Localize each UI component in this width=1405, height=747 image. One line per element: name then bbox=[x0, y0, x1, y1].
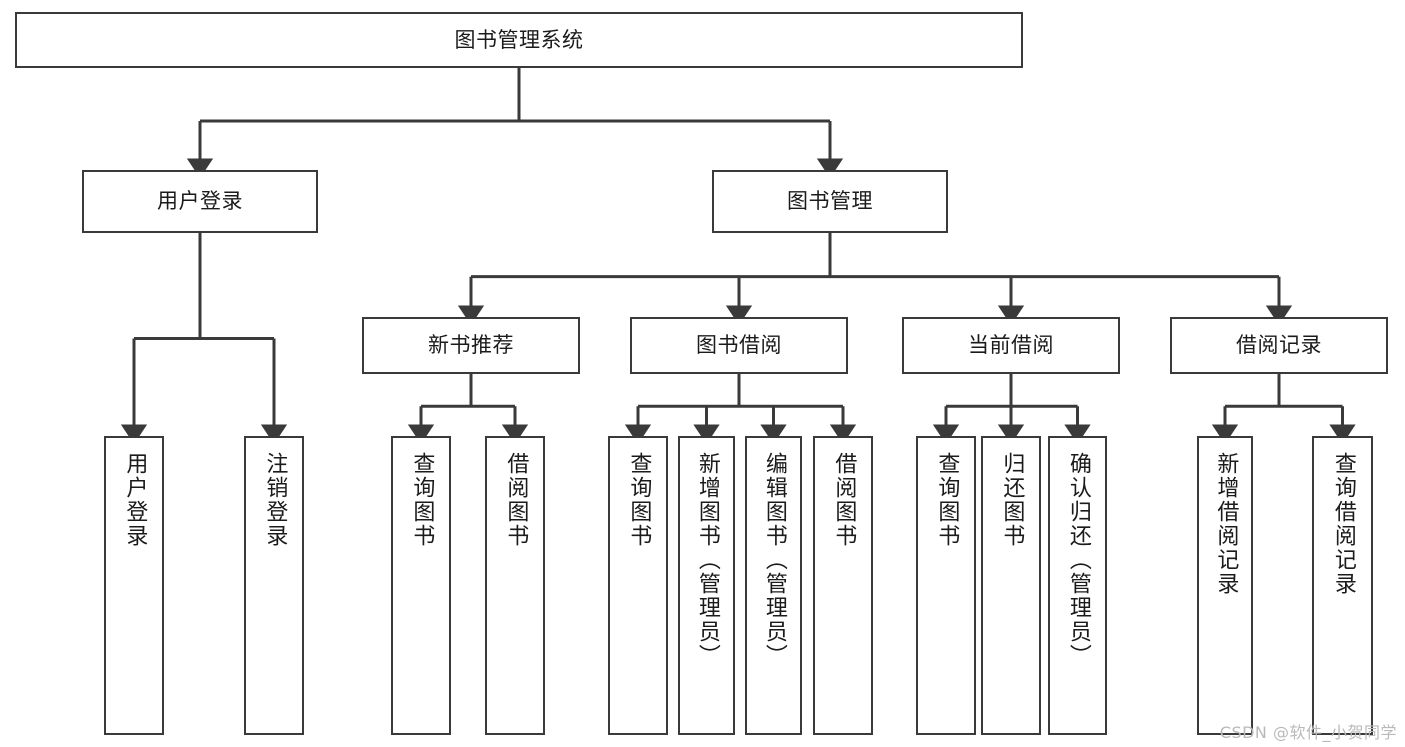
node-label: 新增借阅记录 bbox=[1213, 452, 1239, 596]
watermark: CSDN @软件_小贺同学 bbox=[1219, 723, 1397, 742]
node-l-qrec[interactable]: 查询借阅记录 bbox=[1312, 436, 1373, 735]
node-label: 查询图书 bbox=[409, 452, 435, 548]
node-bookmgmt[interactable]: 图书管理 bbox=[712, 170, 948, 233]
node-label: 归还图书 bbox=[999, 452, 1025, 548]
node-root[interactable]: 图书管理系统 bbox=[15, 12, 1023, 68]
node-current[interactable]: 当前借阅 bbox=[902, 317, 1120, 374]
node-l-addrec[interactable]: 新增借阅记录 bbox=[1197, 436, 1253, 735]
node-newbook[interactable]: 新书推荐 bbox=[362, 317, 580, 374]
node-label: 编辑图书（管理员） bbox=[761, 452, 787, 668]
node-label: 借阅图书 bbox=[503, 452, 529, 548]
node-label: 图书管理 bbox=[787, 189, 873, 214]
node-label: 查询图书 bbox=[934, 452, 960, 548]
node-login[interactable]: 用户登录 bbox=[82, 170, 318, 233]
node-borrow[interactable]: 图书借阅 bbox=[630, 317, 848, 374]
node-l-login[interactable]: 用户登录 bbox=[104, 436, 164, 735]
node-label: 注销登录 bbox=[262, 452, 288, 548]
node-records[interactable]: 借阅记录 bbox=[1170, 317, 1388, 374]
node-label: 图书管理系统 bbox=[454, 27, 584, 52]
node-label: 查询借阅记录 bbox=[1330, 452, 1356, 596]
node-l-editbook[interactable]: 编辑图书（管理员） bbox=[745, 436, 802, 735]
node-label: 确认归还（管理员） bbox=[1065, 452, 1091, 668]
node-label: 图书借阅 bbox=[696, 333, 782, 358]
node-label: 借阅图书 bbox=[831, 452, 857, 548]
node-l-qbook3[interactable]: 查询图书 bbox=[916, 436, 976, 735]
node-l-return[interactable]: 归还图书 bbox=[981, 436, 1041, 735]
node-label: 用户登录 bbox=[122, 452, 148, 548]
node-label: 借阅记录 bbox=[1236, 333, 1322, 358]
node-l-confirm[interactable]: 确认归还（管理员） bbox=[1048, 436, 1107, 735]
node-label: 查询图书 bbox=[626, 452, 652, 548]
node-label: 当前借阅 bbox=[968, 333, 1054, 358]
node-l-qbook1[interactable]: 查询图书 bbox=[391, 436, 451, 735]
node-l-bbook2[interactable]: 借阅图书 bbox=[813, 436, 873, 735]
node-label: 用户登录 bbox=[157, 189, 243, 214]
node-l-addbook[interactable]: 新增图书（管理员） bbox=[678, 436, 735, 735]
node-l-bbook1[interactable]: 借阅图书 bbox=[485, 436, 545, 735]
node-l-qbook2[interactable]: 查询图书 bbox=[608, 436, 668, 735]
node-label: 新增图书（管理员） bbox=[694, 452, 720, 668]
node-l-logout[interactable]: 注销登录 bbox=[244, 436, 304, 735]
node-label: 新书推荐 bbox=[428, 333, 514, 358]
